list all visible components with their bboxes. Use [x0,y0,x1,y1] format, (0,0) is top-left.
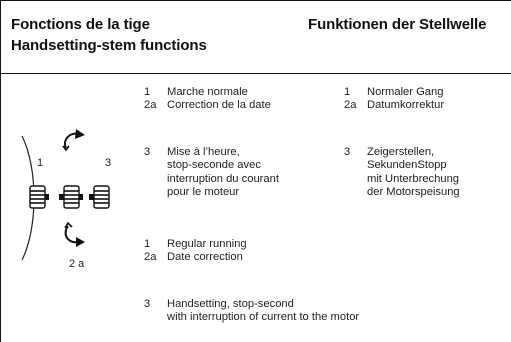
item-text-line: Zeigerstellen, [367,146,435,158]
item-number: 1 [344,86,351,98]
stem-position-diagram [21,129,110,261]
item-text: Datumkorrektur [367,99,445,112]
item-text-line: Handsetting, stop-second [167,298,294,310]
german-item-3: 3 Zeigerstellen, SekundenStopp mit Unterb… [344,146,460,200]
item-number: 1 [144,86,151,98]
position-3-label: 3 [105,157,112,169]
item-number: 2a [144,251,157,264]
item-text-line: der Motorspeisung [367,186,460,199]
position-2a-label: 2 a [69,258,85,270]
counterclockwise-arrow-icon [64,221,85,247]
item-text: Regular running [167,238,247,250]
frame-left-border [0,0,1,342]
position-1-label: 1 [37,157,44,169]
english-item-1-2a: 1 Regular running 2a Date correction [144,238,247,265]
french-item-3: 3 Mise à l’heure, stop-seconde avec inter… [144,146,279,200]
item-text: Date correction [167,251,243,264]
item-text-line: Mise à l’heure, [167,146,240,158]
french-item-1-2a: 1 Marche normale 2a Correction de la date [144,86,271,113]
item-text-line: interruption du courant [167,172,279,185]
item-number: 3 [144,146,151,158]
crown-position-2 [59,185,83,209]
item-text: Marche normale [167,86,248,98]
item-text: Normaler Gang [367,86,444,98]
item-number: 3 [344,146,351,158]
crown-position-3 [89,185,110,209]
header-divider [0,73,511,74]
title-french: Fonctions de la tige [11,16,150,33]
item-text-line: stop-seconde avec [167,159,261,172]
item-text-line: pour le moteur [167,186,240,199]
item-number: 1 [144,238,151,250]
title-english: Handsetting-stem functions [11,37,207,54]
item-number: 2a [344,99,357,112]
frame-top-border [0,0,511,1]
clockwise-arrow-icon [62,129,85,152]
item-text-line: SekundenStopp [367,159,447,172]
crown-position-1 [29,185,49,209]
item-text-line: mit Unterbrechung [367,172,460,185]
title-german: Funktionen der Stellwelle [308,16,487,33]
german-item-1-2a: 1 Normaler Gang 2a Datumkorrektur [344,86,444,113]
item-text-line: with interruption of current to the moto… [167,311,360,324]
english-item-3: 3 Handsetting, stop-second with interrupt… [144,298,359,325]
item-number: 3 [144,298,151,310]
item-number: 2a [144,99,157,112]
item-text: Correction de la date [167,99,271,112]
